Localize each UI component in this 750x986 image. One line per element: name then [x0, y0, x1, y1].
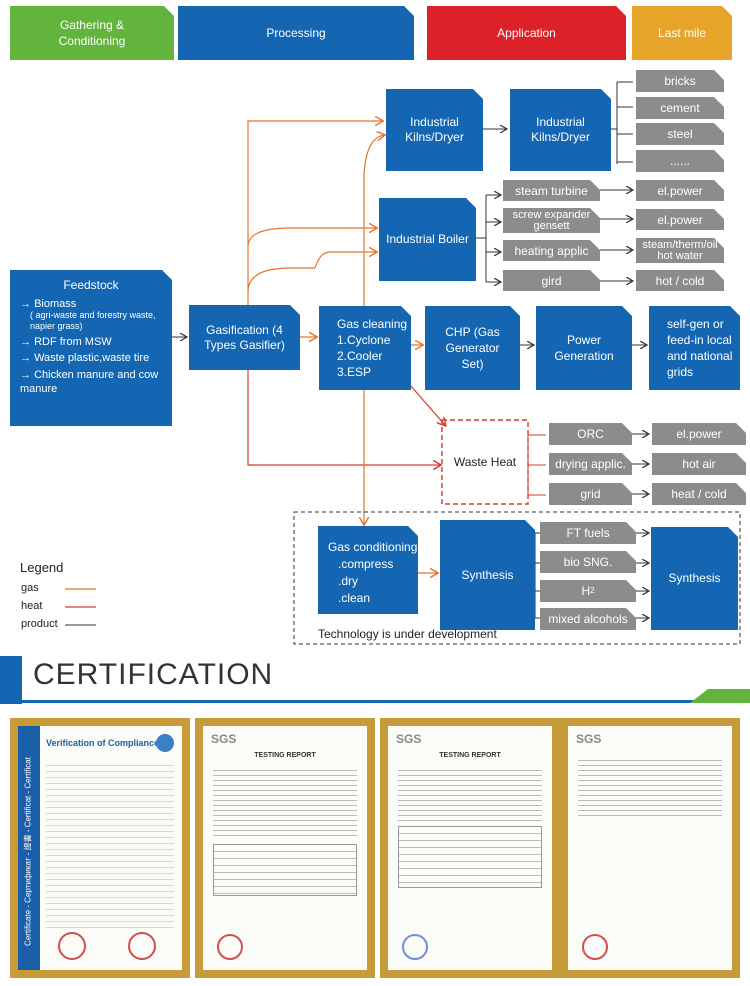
development-note: Technology is under development [318, 627, 497, 641]
waste-heat-output: heat / cold [652, 483, 746, 505]
boiler-process: heating applic [503, 240, 600, 261]
boiler-output: el.power [636, 209, 724, 230]
boiler-process: screw expander gensett [503, 208, 600, 233]
gas-conditioning-item: .compress [338, 557, 394, 571]
header-application: Application [427, 6, 626, 60]
synthesis-product: FT fuels [540, 522, 636, 544]
boiler-output: steam/therm/oil hot water [636, 238, 724, 263]
gas-cleaning-item: 1.Cyclone [337, 333, 391, 347]
certificate-sgs-3: SGS [560, 718, 740, 978]
header-last-mile: Last mile [632, 6, 732, 60]
synthesis-product: mixed alcohols [540, 608, 636, 630]
report-stamp-icon [217, 934, 243, 960]
kilns-dryer-box-1: Industrial Kilns/Dryer [386, 89, 483, 171]
gas-cleaning-item: 2.Cooler [337, 349, 383, 363]
kilns-dryer-box-2: Industrial Kilns/Dryer [510, 89, 611, 171]
gas-conditioning-title: Gas conditioning [328, 540, 418, 554]
certificate-stamp-icon [58, 932, 86, 960]
self-gen-box: self-gen or feed-in local and national g… [649, 306, 740, 390]
certificate-sgs-1: SGS TESTING REPORT [195, 718, 375, 978]
certification-accent [0, 656, 22, 704]
gas-conditioning-box: Gas conditioning .compress .dry .clean [318, 526, 418, 614]
waste-heat-process: grid [549, 483, 632, 505]
feedstock-item: ( agri-waste and forestry waste, napier … [30, 310, 156, 331]
header-processing: Processing [178, 6, 414, 60]
certificate-side-band [18, 726, 40, 970]
header-gathering: Gathering & Conditioning [10, 6, 174, 60]
certificate-text-lines [46, 760, 174, 930]
kiln-product: steel [636, 123, 724, 145]
gasification-box: Gasification (4 Types Gasifier) [189, 305, 300, 370]
gas-cleaning-title: Gas cleaning [337, 317, 408, 331]
feedstock-item: → RDF from MSW [20, 336, 112, 348]
legend-heat: heat [21, 600, 43, 612]
report-title: TESTING REPORT [254, 752, 316, 759]
power-generation-box: Power Generation [536, 306, 632, 390]
certification-underline [22, 700, 732, 703]
synthesis-product: bio SNG. [540, 551, 636, 573]
certificate-sgs-2: SGS TESTING REPORT [380, 718, 560, 978]
report-stamp-icon [582, 934, 608, 960]
certificate-title: Verification of Compliance [46, 738, 160, 748]
boiler-process: steam turbine [503, 180, 600, 201]
certification-green-tab [690, 689, 750, 703]
gas-cleaning-item: 3.ESP [337, 365, 372, 379]
boiler-output: hot / cold [636, 270, 724, 291]
flow-connectors [65, 81, 741, 645]
boiler-output: el.power [636, 180, 724, 201]
report-table [213, 844, 357, 896]
report-text-lines [398, 766, 542, 821]
legend-product: product [21, 618, 58, 630]
feedstock-item: → Waste plastic,waste tire [20, 352, 150, 364]
report-stamp-icon [402, 934, 428, 960]
feedstock-item: → Biomass [20, 298, 77, 310]
legend-title: Legend [20, 560, 64, 575]
waste-heat-output: hot air [652, 453, 746, 475]
waste-heat-output: el.power [652, 423, 746, 445]
industrial-boiler-box: Industrial Boiler [379, 198, 476, 281]
feedstock-item: → Chicken manure and cow manure [20, 369, 159, 395]
sgs-logo: SGS [396, 732, 422, 746]
sgs-logo: SGS [211, 732, 237, 746]
certificate-seal-icon [156, 734, 174, 752]
report-title: TESTING REPORT [439, 752, 501, 759]
waste-heat-process: ORC [549, 423, 632, 445]
report-text-lines [578, 756, 722, 816]
kiln-product: bricks [636, 70, 724, 92]
waste-heat-process: drying applic. [549, 453, 632, 475]
gas-conditioning-item: .dry [338, 574, 359, 588]
report-text-lines [213, 766, 357, 836]
report-table [398, 826, 542, 888]
chp-box: CHP (Gas Generator Set) [425, 306, 520, 390]
feedstock-title: Feedstock [63, 278, 119, 292]
gas-cleaning-box: Gas cleaning 1.Cyclone 2.Cooler 3.ESP [319, 306, 411, 390]
certificate-side-text: Certificate - Сертификат - 證書 - Certific… [23, 757, 33, 946]
legend-gas: gas [21, 582, 39, 594]
kiln-product: cement [636, 97, 724, 119]
synthesis-box-1: Synthesis [440, 520, 535, 630]
certificate-compliance: Certificate - Сертификат - 證書 - Certific… [10, 718, 190, 978]
certificate-stamp-icon [128, 932, 156, 960]
boiler-process: gird [503, 270, 600, 291]
feedstock-box: Feedstock → Biomass ( agri-waste and for… [10, 270, 172, 426]
sgs-logo: SGS [576, 732, 602, 746]
gas-conditioning-item: .clean [338, 591, 371, 605]
waste-heat-box: Waste Heat [453, 454, 517, 469]
kiln-product: ...... [636, 150, 724, 172]
synthesis-box-2: Synthesis [651, 527, 738, 630]
certification-title: CERTIFICATION [33, 658, 274, 691]
